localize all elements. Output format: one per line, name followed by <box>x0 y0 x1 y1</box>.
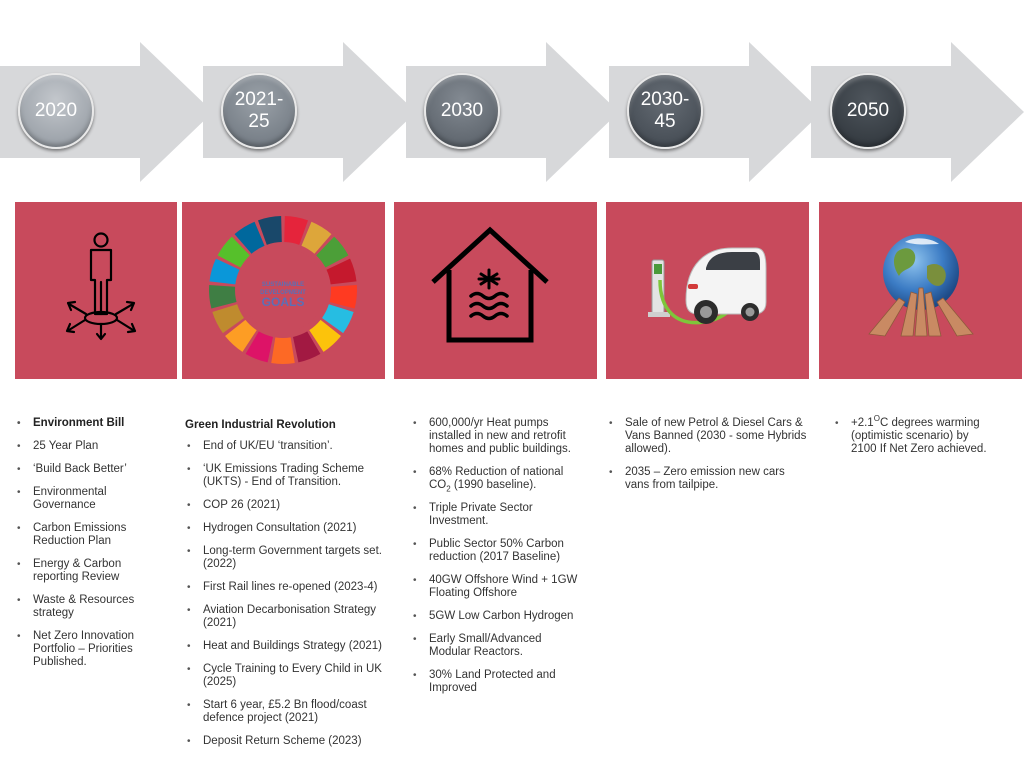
list-item: Cycle Training to Every Child in UK (202… <box>185 663 395 689</box>
list-item: Triple Private Sector Investment. <box>411 502 586 528</box>
co2-suffix: (1990 baseline). <box>450 479 537 491</box>
sdg-segment <box>293 331 321 363</box>
image-panel-2: SUSTAINABLE DEVELOPMENT GOALS <box>182 202 385 379</box>
list-item: ‘Build Back Better’ <box>15 463 165 476</box>
list-item: COP 26 (2021) <box>185 499 395 512</box>
sdg-segment <box>329 285 357 309</box>
list-item: 5GW Low Carbon Hydrogen <box>411 610 586 623</box>
earth-hands-icon <box>868 234 974 337</box>
text-column-2021-25: Green Industrial Revolution End of UK/EU… <box>185 417 395 758</box>
sdg-segment <box>225 319 257 352</box>
list-item: Carbon Emissions Reduction Plan <box>15 522 165 548</box>
list-item: Net Zero Innovation Portfolio – Prioriti… <box>15 630 165 669</box>
image-panel-1 <box>15 202 177 379</box>
year-label-line1: 2021- <box>234 89 284 110</box>
year-circle-2021-25: 2021- 25 <box>221 73 297 149</box>
list-item: Waste & Resources strategy <box>15 594 165 620</box>
year-label-line2: 45 <box>654 111 676 132</box>
list-item: Aviation Decarbonisation Strategy (2021) <box>185 604 395 630</box>
list-item: 2035 – Zero emission new cars vans from … <box>607 466 807 492</box>
sdg-segment <box>209 258 240 285</box>
warming-suffix: C degrees warming (optimistic scenario) … <box>851 417 987 455</box>
sdg-segment <box>316 236 349 268</box>
text-column-2050: +2.1OC degrees warming (optimistic scena… <box>833 414 993 466</box>
year-label-line2: 25 <box>248 111 270 132</box>
warming-prefix: +2.1 <box>851 417 874 429</box>
column-heading: Green Industrial Revolution <box>185 419 336 431</box>
sdg-segment <box>284 216 308 245</box>
sdg-segment <box>322 304 354 334</box>
list-item-co2: 68% Reduction of national CO2 (1990 base… <box>411 466 586 494</box>
image-panel-3 <box>394 202 597 379</box>
list-item: 40GW Offshore Wind + 1GW Floating Offsho… <box>411 574 586 600</box>
list-item: ‘UK Emissions Trading Scheme (UKTS) - En… <box>185 463 395 489</box>
list-item: 30% Land Protected and Improved <box>411 669 586 695</box>
year-label: 2050 <box>846 100 890 121</box>
list-item: First Rail lines re-opened (2023-4) <box>185 581 395 594</box>
list-item: Public Sector 50% Carbon reduction (2017… <box>411 538 586 564</box>
list-item: Hydrogen Consultation (2021) <box>185 522 395 535</box>
list-item: Early Small/Advanced Modular Reactors. <box>411 633 586 659</box>
year-label-line1: 2030- <box>640 89 690 110</box>
sdg-segment <box>309 319 341 352</box>
list-item: Environment Bill <box>15 417 165 430</box>
image-panel-5 <box>819 202 1022 379</box>
sdg-segment <box>258 216 282 245</box>
sdg-segment <box>245 331 273 363</box>
sdg-segment <box>326 258 357 285</box>
sdg-segment <box>234 221 265 254</box>
text-column-2030-45: Sale of new Petrol & Diesel Cars & Vans … <box>607 417 807 502</box>
list-item: Heat and Buildings Strategy (2021) <box>185 640 395 653</box>
list-item: Long-term Government targets set. (2022) <box>185 545 395 571</box>
year-circle-2050: 2050 <box>830 73 906 149</box>
year-label: 2030 <box>440 100 484 121</box>
sdg-logo-line3: GOALS <box>262 295 305 309</box>
warming-superscript: O <box>873 414 880 424</box>
sdg-wheel-icon: SUSTAINABLE DEVELOPMENT GOALS <box>209 216 357 365</box>
sdg-segment <box>212 304 244 334</box>
year-label: 2020 <box>34 100 78 121</box>
house-heating-icon <box>431 226 549 343</box>
year-circle-2030: 2030 <box>424 73 500 149</box>
list-item: 25 Year Plan <box>15 440 165 453</box>
person-directions-icon <box>65 232 137 341</box>
list-item: Deposit Return Scheme (2023) <box>185 735 395 748</box>
list-item: 600,000/yr Heat pumps installed in new a… <box>411 417 586 456</box>
sdg-logo-line1: SUSTAINABLE <box>262 282 304 288</box>
sdg-segment <box>271 337 295 365</box>
sdg-logo-line2: DEVELOPMENT <box>260 290 306 296</box>
list-item: Energy & Carbon reporting Review <box>15 558 165 584</box>
electric-car-charging-icon <box>648 247 767 325</box>
list-item: Start 6 year, £5.2 Bn flood/coast defenc… <box>185 699 395 725</box>
co2-text: 68% Reduction of national CO <box>429 466 564 491</box>
text-column-2020: Environment Bill 25 Year Plan ‘Build Bac… <box>15 417 165 679</box>
sdg-segment <box>301 221 332 254</box>
list-item: End of UK/EU ‘transition’. <box>185 440 395 453</box>
list-item-warming: +2.1OC degrees warming (optimistic scena… <box>833 414 993 456</box>
co2-subscript: 2 <box>446 484 451 494</box>
list-item: Environmental Governance <box>15 486 165 512</box>
sdg-segment <box>217 236 250 268</box>
text-column-2030: 600,000/yr Heat pumps installed in new a… <box>411 417 586 705</box>
list-item: Sale of new Petrol & Diesel Cars & Vans … <box>607 417 807 456</box>
sdg-segment <box>209 285 237 309</box>
image-panel-4 <box>606 202 809 379</box>
year-circle-2020: 2020 <box>18 73 94 149</box>
year-circle-2030-45: 2030- 45 <box>627 73 703 149</box>
